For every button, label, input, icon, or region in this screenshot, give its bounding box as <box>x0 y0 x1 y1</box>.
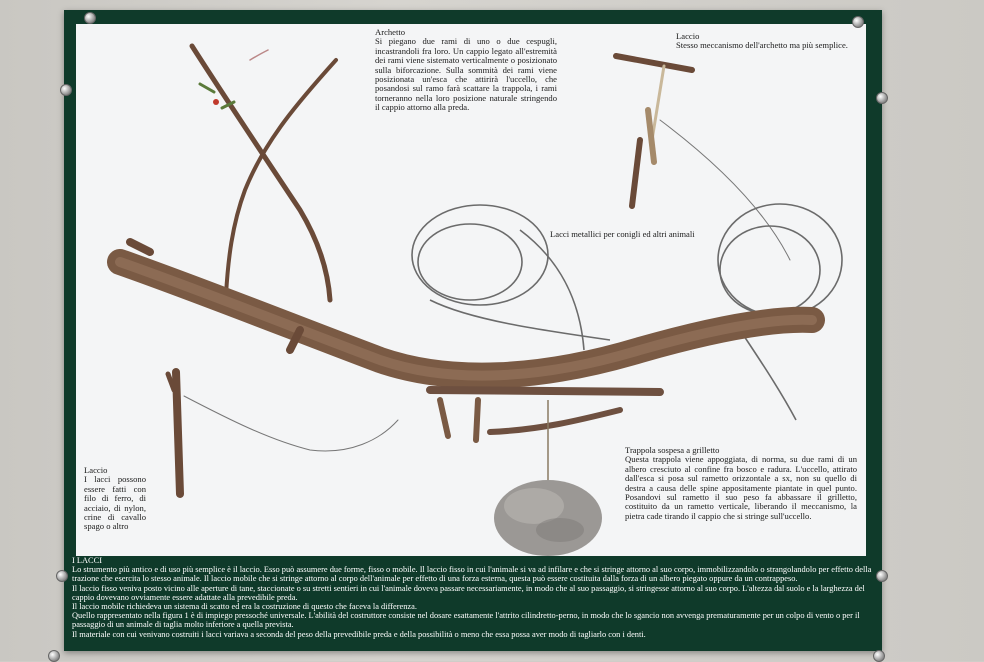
archetto-caption: Archetto Si piegano due rami di uno o du… <box>375 27 557 113</box>
pietra-stone <box>494 400 602 556</box>
grilletto-caption: Trappola sospesa a grilletto Questa trap… <box>625 445 857 521</box>
laccio-left-stick <box>165 368 399 498</box>
footer-paragraph: Il materiale con cui venivano costruiti … <box>72 629 646 639</box>
footer-heading: I LACCI <box>72 556 103 565</box>
archetto-title: Archetto <box>375 27 406 37</box>
footer-paragraph: Il laccio mobile richiedeva un sistema d… <box>72 602 417 612</box>
laccio-left-body: I lacci possono essere fatti con filo di… <box>84 474 146 532</box>
standoff-screw <box>852 16 864 28</box>
footer-paragraph: Il laccio fisso veniva posto vicino alle… <box>72 583 865 602</box>
footer-paragraph: Lo strumento più antico e di uso più sem… <box>72 565 872 584</box>
footer-paragraph: Quello rappresentato nella figura 1 è di… <box>72 611 860 630</box>
laccio-left-caption: Laccio I lacci possono essere fatti con … <box>84 465 146 532</box>
standoff-screw <box>876 570 888 582</box>
laccio-top-title: Laccio <box>676 31 700 41</box>
standoff-screw <box>84 12 96 24</box>
laccio-left-title: Laccio <box>84 465 108 475</box>
archetto-body: Si piegano due rami di uno o due cespugl… <box>375 36 557 113</box>
laccio-top-sticks <box>613 53 791 261</box>
standoff-screw <box>56 570 68 582</box>
laccio-top-body: Stesso meccanismo dell'archetto ma più s… <box>676 40 848 51</box>
laccio-top-caption: Laccio Stesso meccanismo dell'archetto m… <box>676 31 861 51</box>
standoff-screw <box>876 92 888 104</box>
lacci-metallici-caption: Lacci metallici per conigli ed altri ani… <box>550 229 695 239</box>
trappola-grilletto-branch <box>107 238 825 443</box>
grilletto-body: Questa trappola viene appoggiata, di nor… <box>625 454 857 521</box>
footer-text: I LACCI Lo strumento più antico e di uso… <box>72 556 876 639</box>
archetto-branches <box>189 43 338 303</box>
standoff-screw <box>60 84 72 96</box>
grilletto-title: Trappola sospesa a grilletto <box>625 445 720 455</box>
